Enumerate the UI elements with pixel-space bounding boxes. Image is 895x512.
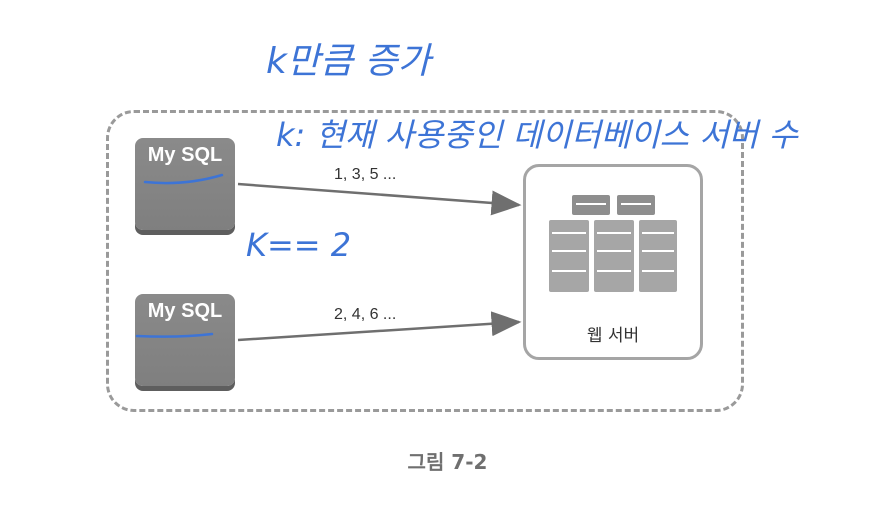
handwritten-note-k-equals: K== 2 [246, 226, 352, 264]
group-boundary [106, 110, 744, 412]
handwritten-note-increment: k만큼 증가 [266, 41, 431, 82]
mysql-database-2: My SQL [135, 294, 235, 386]
figure-caption: 그림 7-2 [407, 450, 488, 474]
edge-label-odd: 1, 3, 5 ... [334, 166, 397, 183]
mysql-database-1: My SQL [135, 138, 235, 230]
mysql-label-2: My SQL [147, 300, 223, 322]
arrow-db2-to-server [237, 311, 522, 342]
handwritten-underline-2 [135, 332, 214, 338]
edge-label-even: 2, 4, 6 ... [334, 306, 397, 323]
handwritten-underline-1 [143, 173, 224, 185]
arrow-db1-to-server [237, 182, 522, 216]
handwritten-note-k-definition: k: 현재 사용중인 데이터베이스 서버 수 [276, 116, 798, 154]
mysql-label-1: My SQL [147, 144, 223, 166]
server-rack-icon [549, 195, 677, 292]
web-server-label: 웹 서버 [586, 326, 640, 346]
